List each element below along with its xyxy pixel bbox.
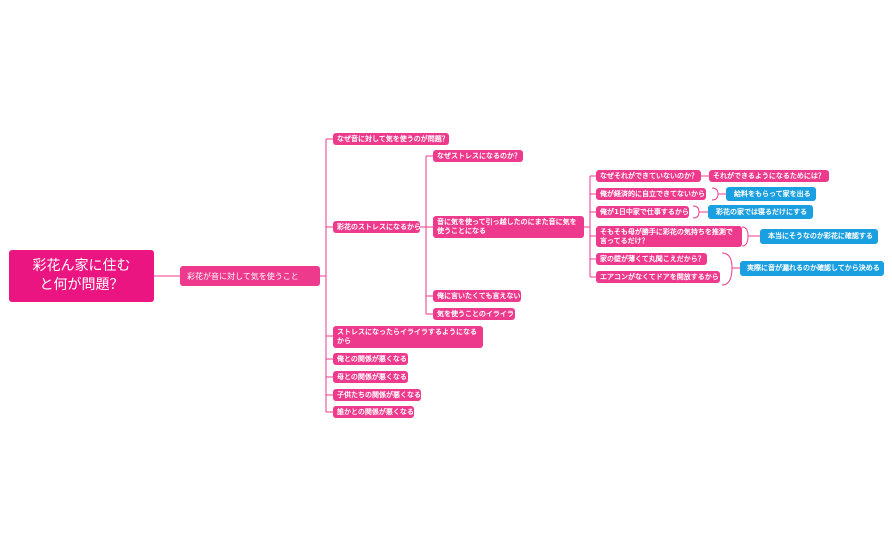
topic-move-out[interactable]: 給料をもらって家を出る <box>726 187 816 201</box>
topic-confirm-ayaka[interactable]: 本当にそうなのか彩花に確認する <box>760 229 878 244</box>
brace-3 <box>741 226 760 247</box>
connector-l4-trunk <box>584 176 591 277</box>
topic-check-sound[interactable]: 実際に音が漏れるのか確認してから決める <box>740 261 884 276</box>
topic-work-at-home[interactable]: 俺が1日中家で仕事するから <box>596 206 689 218</box>
topic-irritation[interactable]: ストレスになったらイライラするようになるから <box>333 326 483 348</box>
topic-not-independent[interactable]: 俺が経済的に自立できてないから <box>596 188 706 200</box>
topic-relation-me[interactable]: 俺との関係が悪くなる <box>333 353 408 365</box>
topic-moved-again[interactable]: 音に気を使って引っ越したのにまた音に気を使うことになる <box>433 216 584 238</box>
topic-thin-walls[interactable]: 家の壁が薄くて丸聞こえだから？ <box>596 253 707 265</box>
topic-no-aircon[interactable]: エアコンがなくてドアを開放するから <box>596 271 720 283</box>
topic-mother-guessing[interactable]: そもそも母が勝手に彩花の気持ちを推測で言ってるだけ？ <box>596 226 742 247</box>
topic-stress[interactable]: 彩花のストレスになるから <box>333 221 420 233</box>
topic-relation-someone[interactable]: 誰かとの関係が悪くなる <box>333 406 414 418</box>
topic-why-problem[interactable]: なぜ音に対して気を使うのが問題？ <box>333 133 449 145</box>
topic-annoyance[interactable]: 気を使うことのイライラ <box>433 308 515 320</box>
root-topic[interactable]: 彩花ん家に住むと何が問題？ <box>9 250 154 302</box>
topic-sleep-only[interactable]: 彩花の家では寝るだけにする <box>708 205 813 219</box>
topic-why-stress[interactable]: なぜストレスになるのか？ <box>433 150 523 162</box>
topic-cant-say[interactable]: 俺に言いたくても言えない <box>433 290 521 302</box>
connector-l3-trunk <box>420 156 427 314</box>
topic-how-to-do[interactable]: それができるようになるためには？ <box>709 170 829 182</box>
brace-4 <box>721 252 740 286</box>
topic-relation-children[interactable]: 子供たちの関係が悪くなる <box>333 389 421 401</box>
topic-why-not-done[interactable]: なぜそれができていないのか？ <box>596 170 701 182</box>
brace-2 <box>692 205 708 219</box>
topic-level1[interactable]: 彩花が音に対して気を使うこと <box>180 266 320 286</box>
topic-relation-mother[interactable]: 母との関係が悪くなる <box>333 371 408 383</box>
brace-1 <box>711 187 726 201</box>
